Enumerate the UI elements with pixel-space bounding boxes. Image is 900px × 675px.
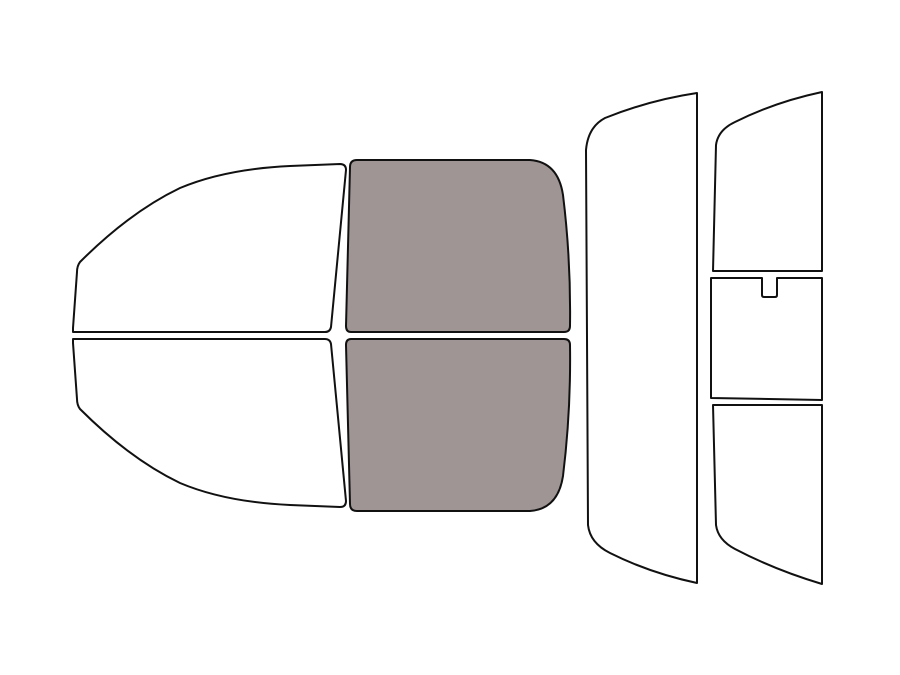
windshield[interactable] bbox=[585, 92, 698, 584]
back-window-center[interactable] bbox=[710, 277, 823, 401]
passenger-rear-window[interactable] bbox=[345, 338, 572, 512]
back-window-lower[interactable] bbox=[712, 404, 823, 585]
back-window-upper[interactable] bbox=[712, 91, 823, 272]
passenger-front-window[interactable] bbox=[72, 338, 347, 508]
driver-rear-window[interactable] bbox=[345, 159, 572, 333]
driver-front-window[interactable] bbox=[72, 163, 347, 333]
